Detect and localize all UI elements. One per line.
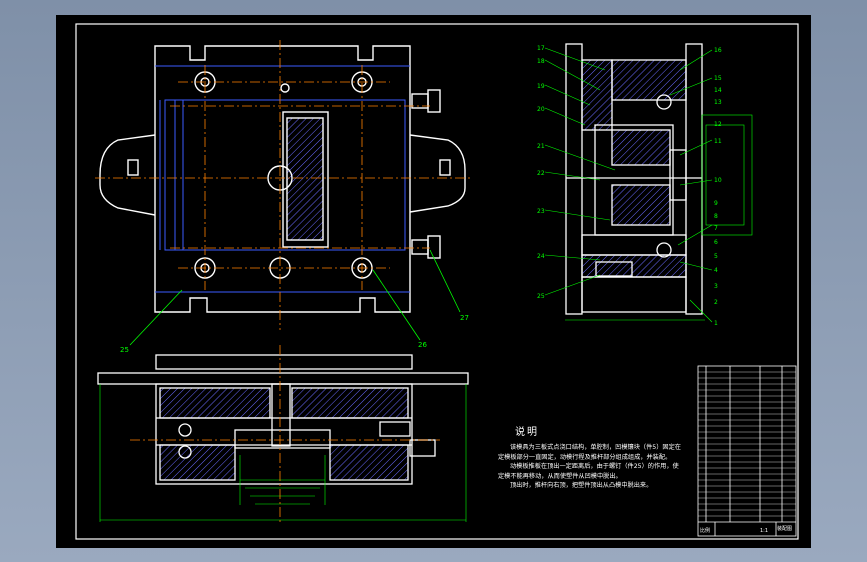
plan-callout-label: 27: [460, 314, 469, 322]
side-callout-label: 4: [714, 267, 718, 274]
side-callout-label: 14: [714, 87, 722, 94]
side-callout-label: 13: [714, 99, 722, 106]
side-callout-label: 7: [714, 225, 718, 232]
notes-title: 说明: [515, 427, 539, 438]
side-callout-label: 16: [714, 47, 722, 54]
plan-callout-label: 25: [120, 346, 129, 354]
note-paragraph: 动模板推板在顶出一定距离后，由于螺钉（件25）的作用，使定模不能再移动，从而使塑…: [498, 463, 679, 480]
title-block-labels: 装配图 比例 1:1: [700, 525, 792, 534]
side-section-view: [565, 43, 703, 315]
front-dimensions: [99, 384, 467, 522]
side-callout-label: 3: [714, 283, 718, 290]
side-callout-label: 17: [537, 45, 545, 52]
parts-list-table: [697, 365, 797, 537]
side-callout-label: 15: [714, 75, 722, 82]
side-dimensions: [565, 114, 753, 321]
side-callout-label: 6: [714, 239, 718, 246]
side-callout-label: 23: [537, 208, 545, 215]
note-paragraph: 顶出时，推杆向右顶，把塑件顶出从凸模中脱出来。: [510, 482, 653, 489]
side-callout-label: 24: [537, 253, 545, 260]
plan-callout-labels: 25 26 27: [120, 314, 469, 354]
side-callout-label: 20: [537, 106, 545, 113]
title-block-label: 比例: [700, 527, 710, 534]
side-callout-label: 19: [537, 83, 545, 90]
notes-body: 该模具为三板式点浇口结构，单腔制，凹模镶块（件5）固定在定模板部分一直固定，动模…: [498, 443, 683, 491]
plan-callout-label: 26: [418, 341, 427, 349]
side-callout-label: 2: [714, 299, 718, 306]
side-callout-label: 12: [714, 121, 722, 128]
sheet-border: [75, 23, 799, 540]
side-callout-label: 25: [537, 293, 545, 300]
note-paragraph: 该模具为三板式点浇口结构，单腔制，凹模镶块（件5）固定在定模板部分一直固定，动模…: [498, 444, 681, 461]
parts-list-rows: [698, 371, 796, 517]
side-callout-label: 22: [537, 170, 545, 177]
plan-leaders: [129, 249, 461, 346]
side-callout-label: 21: [537, 143, 545, 150]
side-callout-label: 5: [714, 253, 718, 260]
side-callout-label: 1: [714, 320, 718, 327]
side-callout-label: 9: [714, 200, 718, 207]
plan-view: [99, 45, 466, 313]
front-section-view: [97, 354, 469, 485]
side-callout-label: 11: [714, 138, 722, 145]
side-callout-label: 10: [714, 177, 722, 184]
side-callout-label: 18: [537, 58, 545, 65]
side-callout-labels: 17 18 19 20 21 22 23 24 25 16 15 14 13 1…: [537, 45, 722, 327]
side-callout-label: 8: [714, 213, 718, 220]
side-leaders: [544, 47, 713, 323]
title-block-label: 1:1: [760, 528, 768, 534]
plan-hidden-lines: [155, 65, 410, 293]
plan-centerlines: [95, 40, 470, 330]
title-block-label: 装配图: [777, 525, 792, 532]
